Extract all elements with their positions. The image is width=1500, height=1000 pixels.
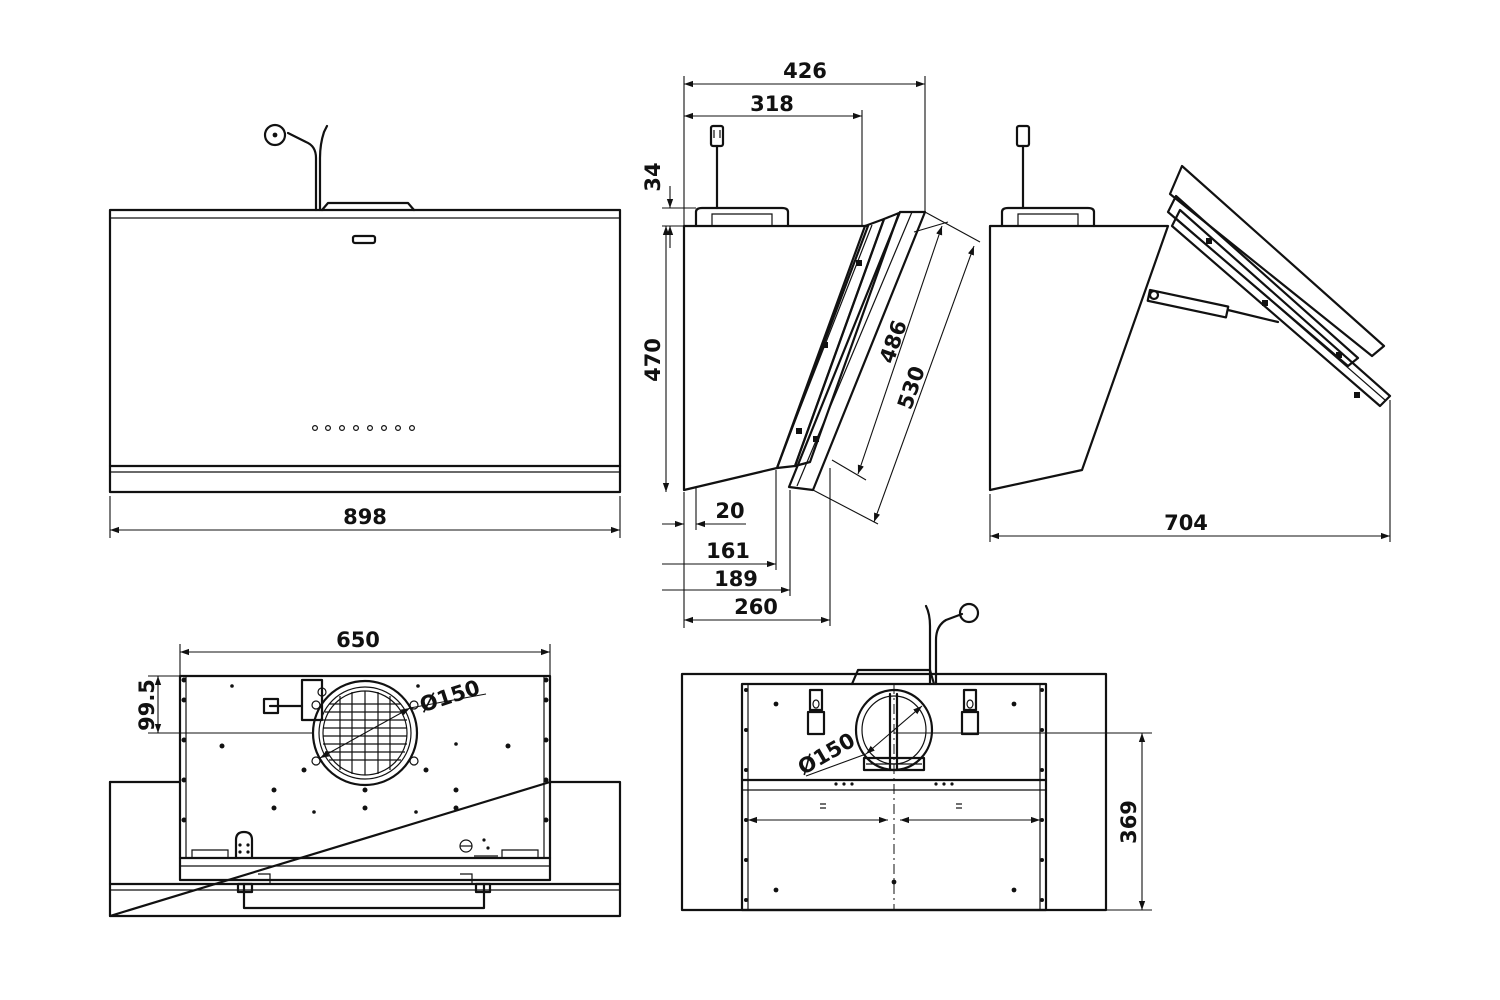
back-holes xyxy=(744,688,1044,902)
plan-bracket-left xyxy=(191,830,539,860)
plan-view: 650 99.5 Ø150 xyxy=(108,628,622,918)
control-buttons xyxy=(312,425,416,432)
back-top-motor xyxy=(850,668,936,686)
dim-label-530: 530 xyxy=(893,363,930,412)
dim-label-470: 470 xyxy=(641,338,665,382)
dim-label-diameter-back: Ø150 xyxy=(794,728,859,780)
dim-label-20: 20 xyxy=(715,499,744,523)
dimension-650: 650 xyxy=(179,628,551,676)
open-side-body xyxy=(988,224,1170,492)
dimension-898: 898 xyxy=(109,496,621,538)
back-hangers xyxy=(806,688,980,736)
dim-label-260: 260 xyxy=(734,595,778,619)
back-plug-icon xyxy=(924,602,980,686)
side-view-closed: 426 318 34 470 486 xyxy=(641,59,981,628)
plan-top-plate xyxy=(178,674,552,882)
open-glass-panel xyxy=(1166,164,1392,408)
hood-body-front xyxy=(108,208,622,494)
open-plug-icon xyxy=(1015,124,1031,210)
dimension-369: 369 xyxy=(894,732,1152,911)
gas-strut xyxy=(1146,288,1280,324)
dimension-704: 704 xyxy=(989,400,1391,542)
dim-label-369: 369 xyxy=(1117,800,1141,844)
dim-label-318: 318 xyxy=(750,92,794,116)
side-plug-icon xyxy=(709,124,725,210)
light-indicator xyxy=(351,234,377,245)
back-inner-plate xyxy=(740,682,1048,912)
dim-label-34: 34 xyxy=(641,162,665,191)
dim-label-650: 650 xyxy=(336,628,380,652)
side-motor-cover xyxy=(694,206,790,228)
dimension-426: 426 xyxy=(683,59,926,226)
dimension-34: 34 xyxy=(641,162,696,248)
dim-label-898: 898 xyxy=(343,505,387,529)
power-cable-plug-icon xyxy=(263,123,329,212)
dimension-470: 470 xyxy=(641,226,670,492)
top-motor-cover xyxy=(320,201,416,212)
dim-label-426: 426 xyxy=(783,59,827,83)
dimension-diameter-plan: Ø150 xyxy=(319,675,487,759)
dimension-318: 318 xyxy=(684,92,863,226)
dim-label-diameter-plan: Ø150 xyxy=(417,675,483,717)
front-view: 898 xyxy=(108,123,622,538)
plan-mounting-holes xyxy=(181,677,549,823)
dimension-99.5: 99.5 xyxy=(135,675,313,734)
side-view-open: 704 xyxy=(988,124,1392,542)
back-view: Ø150 369 xyxy=(680,602,1152,912)
dim-label-161: 161 xyxy=(706,539,750,563)
dim-label-99.5: 99.5 xyxy=(135,679,159,731)
bottom-dimensions: 20 161 189 260 xyxy=(662,468,831,628)
dim-label-189: 189 xyxy=(714,567,758,591)
dim-label-704: 704 xyxy=(1164,511,1208,535)
plan-terminal-block xyxy=(262,678,327,722)
plan-outer-body xyxy=(108,780,622,918)
